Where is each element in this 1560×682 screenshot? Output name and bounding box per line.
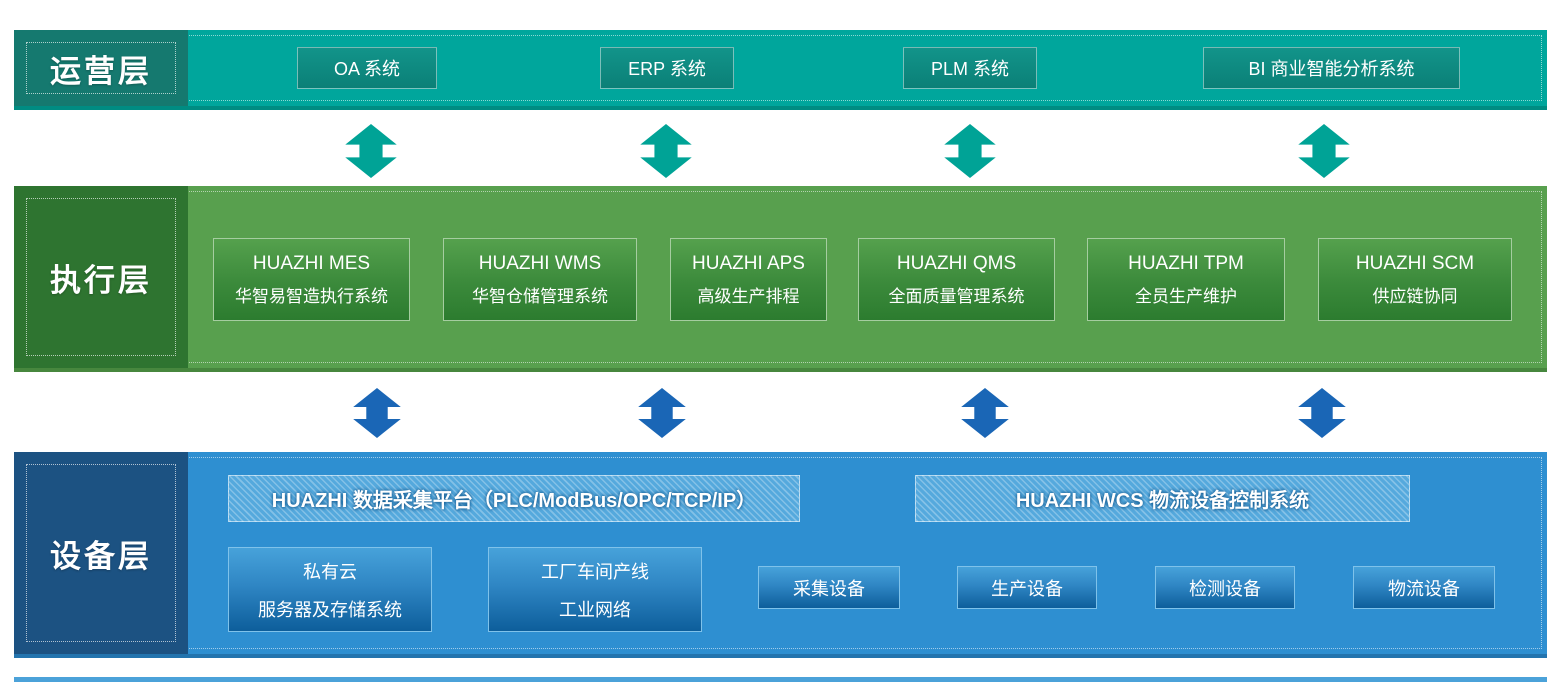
factory-network-box: 工厂车间产线 工业网络	[488, 547, 702, 632]
exe-system-qms-title: HUAZHI QMS	[896, 252, 1017, 274]
exe-system-aps-title: HUAZHI APS	[692, 252, 805, 274]
bidirectional-arrow-icon	[1298, 124, 1350, 178]
collection-device-box: 采集设备	[758, 566, 900, 609]
exe-system-qms: HUAZHI QMS 全面质量管理系统	[858, 238, 1055, 321]
bidirectional-arrow-icon	[1298, 388, 1346, 438]
device-layer-label: 设备层	[14, 452, 188, 654]
ops-system-oa: OA 系统	[297, 47, 437, 89]
next-section-sliver	[14, 677, 1547, 682]
production-device-box: 生产设备	[957, 566, 1097, 609]
exe-system-scm-title: HUAZHI SCM	[1355, 252, 1475, 274]
ops-system-plm: PLM 系统	[903, 47, 1037, 89]
exe-system-aps-subtitle: 高级生产排程	[697, 286, 800, 306]
exe-system-qms-subtitle: 全面质量管理系统	[888, 286, 1025, 306]
bidirectional-arrow-icon	[961, 388, 1009, 438]
ops-system-erp: ERP 系统	[600, 47, 734, 89]
factory-network-line1: 工厂车间产线	[541, 561, 649, 582]
exe-system-tpm-subtitle: 全员生产维护	[1135, 286, 1237, 306]
production-device-label: 生产设备	[991, 578, 1063, 599]
exe-system-scm-subtitle: 供应链协同	[1372, 286, 1458, 306]
private-cloud-line2: 服务器及存储系统	[258, 599, 402, 620]
wcs-platform-banner: HUAZHI WCS 物流设备控制系统	[915, 475, 1410, 522]
inspection-device-box: 检测设备	[1155, 566, 1295, 609]
data-collection-platform-label: HUAZHI 数据采集平台（PLC/ModBus/OPC/TCP/IP）	[271, 490, 757, 512]
operations-layer-band: 运营层 OA 系统 ERP 系统 PLM 系统 BI 商业智能分析系统	[14, 30, 1547, 110]
device-layer-label-text: 设备层	[50, 538, 152, 574]
ops-system-plm-label: PLM 系统	[930, 59, 1009, 79]
device-layer-band: 设备层 HUAZHI 数据采集平台（PLC/ModBus/OPC/TCP/IP）…	[14, 452, 1547, 658]
logistics-device-box: 物流设备	[1353, 566, 1495, 609]
private-cloud-line1: 私有云	[303, 561, 357, 582]
operations-layer-label: 运营层	[14, 30, 188, 106]
exe-system-mes-subtitle: 华智易智造执行系统	[235, 286, 388, 306]
exe-system-scm: HUAZHI SCM 供应链协同	[1318, 238, 1512, 321]
bidirectional-arrow-icon	[640, 124, 692, 178]
collection-device-label: 采集设备	[793, 578, 865, 599]
exe-system-tpm-title: HUAZHI TPM	[1128, 252, 1244, 274]
execution-layer-band: 执行层 HUAZHI MES 华智易智造执行系统 HUAZHI WMS 华智仓储…	[14, 186, 1547, 372]
factory-network-line2: 工业网络	[559, 599, 631, 620]
exe-system-mes-title: HUAZHI MES	[252, 252, 371, 274]
private-cloud-box: 私有云 服务器及存储系统	[228, 547, 432, 632]
ops-system-bi-label: BI 商业智能分析系统	[1248, 59, 1415, 79]
bidirectional-arrow-icon	[353, 388, 401, 438]
bidirectional-arrow-icon	[345, 124, 397, 178]
exe-system-wms-title: HUAZHI WMS	[478, 252, 602, 274]
logistics-device-label: 物流设备	[1388, 578, 1460, 599]
operations-layer-label-text: 运营层	[50, 53, 152, 89]
exe-system-wms-subtitle: 华智仓储管理系统	[472, 286, 608, 306]
exe-system-aps: HUAZHI APS 高级生产排程	[670, 238, 827, 321]
execution-layer-label-text: 执行层	[50, 262, 152, 298]
inspection-device-label: 检测设备	[1189, 578, 1261, 599]
ops-system-erp-label: ERP 系统	[628, 59, 706, 79]
data-collection-platform-banner: HUAZHI 数据采集平台（PLC/ModBus/OPC/TCP/IP）	[228, 475, 800, 522]
ops-system-bi: BI 商业智能分析系统	[1203, 47, 1460, 89]
exe-system-wms: HUAZHI WMS 华智仓储管理系统	[443, 238, 637, 321]
exe-system-tpm: HUAZHI TPM 全员生产维护	[1087, 238, 1285, 321]
execution-layer-label: 执行层	[14, 186, 188, 368]
bidirectional-arrow-icon	[638, 388, 686, 438]
bidirectional-arrow-icon	[944, 124, 996, 178]
wcs-platform-label: HUAZHI WCS 物流设备控制系统	[1015, 490, 1310, 512]
exe-system-mes: HUAZHI MES 华智易智造执行系统	[213, 238, 410, 321]
ops-system-oa-label: OA 系统	[333, 59, 400, 79]
